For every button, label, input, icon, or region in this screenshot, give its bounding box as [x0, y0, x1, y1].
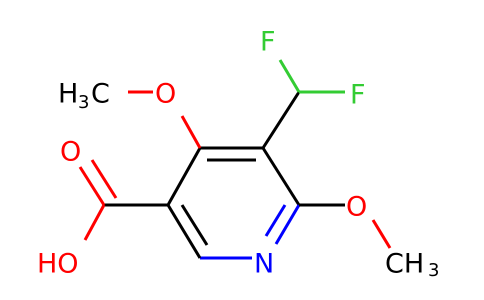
bond-c6-c5: [166, 204, 202, 259]
atom-ch3-upper-subscript: 3: [78, 92, 89, 113]
atom-o-carbonyl: O: [60, 137, 81, 168]
atom-ch3-lower: CH: [385, 249, 424, 280]
atom-o-lower-methoxy: O: [346, 192, 367, 223]
bond-c2-n-inner: [264, 204, 287, 237]
bond-c3-c2: [261, 147, 301, 206]
bond-o-ch3-lower: [371, 219, 392, 249]
bond-c-o-double-b: [90, 159, 118, 199]
atom-n-ring: N: [254, 249, 274, 280]
atom-hydroxyl: HO: [37, 249, 79, 280]
lower-methoxy-group: [299, 203, 392, 249]
bond-c-oh: [83, 204, 106, 241]
upper-methoxy-group: [128, 90, 202, 149]
atom-ch3-upper-c: C: [91, 79, 110, 110]
bond-c6-c5-inner: [180, 204, 209, 246]
bond-c5-c4: [166, 147, 202, 206]
atom-f-right: F: [350, 80, 366, 111]
atom-ch3-lower-subscript: 3: [428, 260, 439, 281]
bond-chf2-f-top: [278, 59, 301, 93]
bond-c2-n: [274, 204, 301, 245]
difluoromethyl-group: [261, 59, 345, 149]
bond-c4-o: [180, 115, 202, 149]
bond-c-o-double-a: [78, 166, 106, 206]
atom-ch3-upper-h: H: [58, 79, 78, 110]
pyridine-ring: [166, 146, 301, 260]
bond-c3-chf2: [261, 91, 301, 149]
atom-f-top: F: [260, 27, 276, 58]
carboxylic-acid-group: [78, 159, 168, 241]
atom-o-upper-methoxy: O: [155, 79, 176, 110]
